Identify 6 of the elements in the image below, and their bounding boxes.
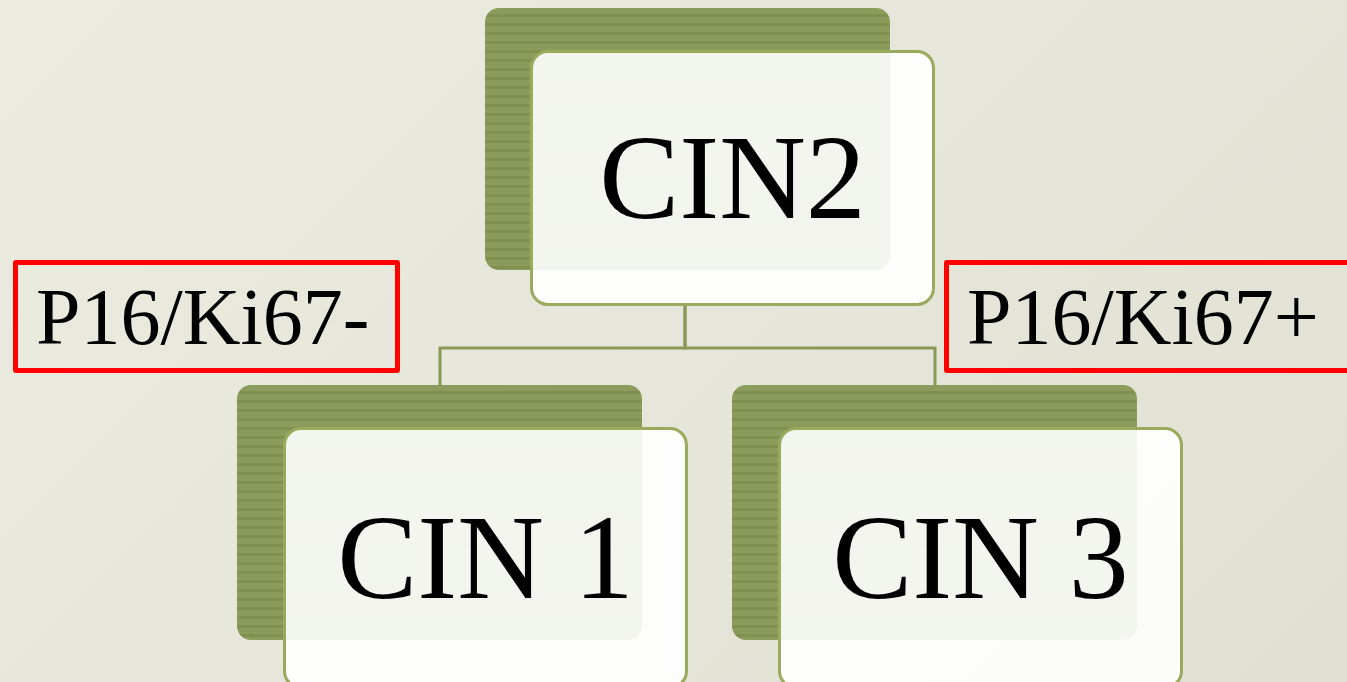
- connector-line: [683, 306, 937, 385]
- marker-box: P16/Ki67-: [13, 260, 400, 373]
- marker-box: P16/Ki67+: [944, 260, 1347, 373]
- process-box: CIN 3: [778, 427, 1183, 682]
- process-box: CIN 1: [283, 427, 688, 682]
- process-box: CIN2: [530, 50, 935, 306]
